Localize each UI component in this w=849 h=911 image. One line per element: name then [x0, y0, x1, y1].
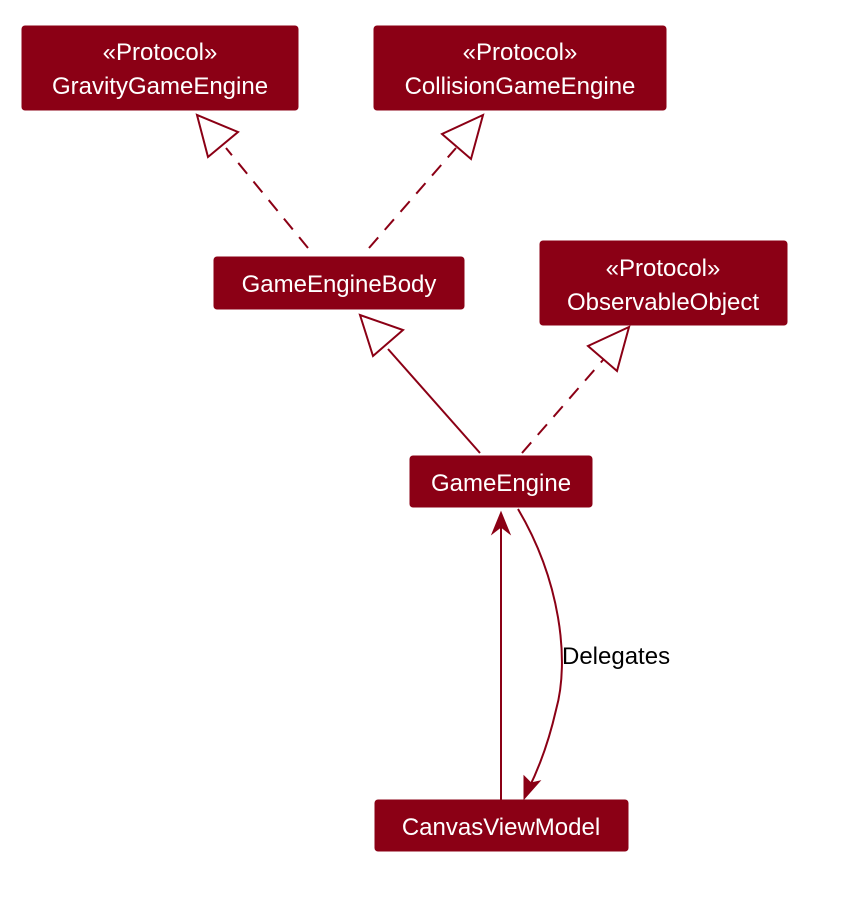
hollow-triangle-arrowhead-icon [195, 113, 240, 159]
stereotype-label: «Protocol» [463, 39, 578, 66]
filled-arrowhead-icon [523, 774, 542, 801]
class-name: ObservableObject [567, 289, 759, 316]
hollow-triangle-arrowhead-icon [358, 313, 405, 358]
class-node-canvas-view-model[interactable]: CanvasViewModel [374, 799, 629, 852]
stereotype-label: «Protocol» [103, 39, 218, 66]
edge-engine-realizes-observable [521, 325, 631, 454]
class-name: GravityGameEngine [52, 73, 268, 100]
class-node-observable-object[interactable]: «Protocol» ObservableObject [539, 240, 788, 326]
edge-engine-extends-body [358, 313, 481, 454]
hollow-triangle-arrowhead-icon [440, 113, 485, 161]
class-name: CollisionGameEngine [405, 73, 636, 100]
delegates-label: Delegates [562, 643, 670, 670]
stereotype-label: «Protocol» [606, 255, 721, 282]
class-name: GameEngineBody [242, 271, 437, 298]
class-name: GameEngine [431, 470, 571, 497]
class-node-game-engine[interactable]: GameEngine [409, 455, 593, 508]
class-node-game-engine-body[interactable]: GameEngineBody [213, 256, 465, 310]
edge-body-realizes-gravity [195, 113, 309, 249]
edge-engine-delegates-canvas: Delegates [517, 508, 670, 801]
edge-body-realizes-collision [368, 113, 485, 249]
hollow-triangle-arrowhead-icon [586, 325, 631, 373]
filled-arrowhead-icon [490, 510, 512, 536]
class-node-collision-game-engine[interactable]: «Protocol» CollisionGameEngine [373, 25, 667, 111]
class-name: CanvasViewModel [402, 814, 600, 841]
class-node-gravity-game-engine[interactable]: «Protocol» GravityGameEngine [21, 25, 299, 111]
edge-canvas-to-engine [490, 510, 512, 800]
